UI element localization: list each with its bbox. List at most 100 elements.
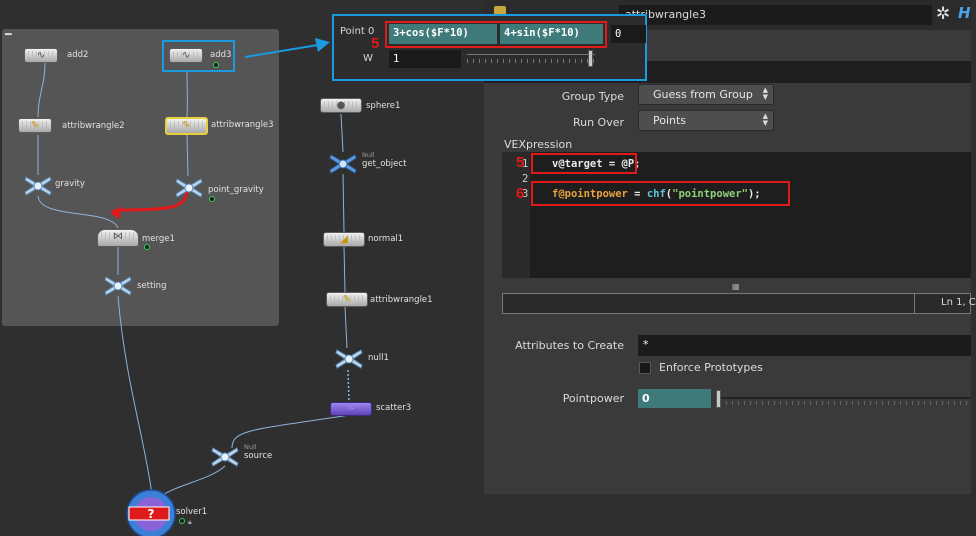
cursor-position: Ln 1, C (941, 297, 976, 308)
setting-node[interactable] (103, 275, 133, 297)
sphere1-label: sphere1 (366, 101, 401, 111)
network-view[interactable]: ━ ∿ add2 (0, 0, 484, 536)
add3-label: add3 (210, 50, 232, 60)
attributes-to-create-field[interactable]: * (638, 335, 971, 356)
merge1-label: merge1 (142, 234, 175, 244)
point-gravity-node[interactable] (174, 177, 204, 199)
point-x-field[interactable]: 3+cos($F*10) (389, 24, 497, 44)
scatter3-node[interactable]: ⁘ (330, 402, 372, 416)
network-box-collapse-icon[interactable]: ━ (5, 28, 12, 41)
pointpower-label: Pointpower (562, 392, 624, 405)
slider-knob[interactable] (716, 390, 721, 408)
add2-label: add2 (67, 50, 89, 60)
merge-icon: ⋈ (113, 231, 123, 242)
null-type-tag: Null (244, 443, 257, 451)
sphere-icon: ● (336, 100, 346, 111)
line-number: 3 (522, 188, 529, 200)
line-number: 1 (522, 158, 529, 170)
status-separator (914, 294, 915, 313)
get-object-node[interactable] (328, 153, 358, 175)
gear-icon[interactable]: ✲ (936, 4, 951, 24)
attribwrangle2-node[interactable]: ✎ (18, 118, 52, 133)
resize-grip-icon[interactable]: ▦ (732, 282, 740, 291)
display-flag-icon[interactable] (179, 518, 185, 524)
code-token: ); (747, 188, 761, 200)
gravity-label: gravity (55, 179, 85, 189)
add3-highlight-box (162, 40, 235, 72)
display-flag-icon[interactable] (209, 196, 215, 202)
wave-icon: ∿ (181, 50, 191, 61)
attribwrangle3-node[interactable]: ✎ (165, 117, 208, 135)
null1-node[interactable] (334, 348, 364, 370)
attribwrangle1-label: attribwrangle1 (370, 295, 433, 305)
normal1-node[interactable]: ◢ (323, 232, 365, 247)
add3-node[interactable]: ∿ (169, 48, 203, 63)
attribwrangle2-label: attribwrangle2 (62, 121, 125, 131)
force-icon (175, 178, 203, 198)
point-y-field[interactable]: 4+sin($F*10) (500, 24, 603, 44)
annotation-number: 5 (516, 154, 525, 171)
solver1-node[interactable]: ? (126, 489, 176, 536)
group-type-dropdown[interactable]: Guess from Group ▲▼ (638, 84, 774, 105)
null-type-tag: Null (362, 151, 375, 159)
pointpower-field[interactable]: 0 (638, 389, 711, 408)
highlight-box-expressions (385, 21, 607, 48)
wrangle-icon: ✎ (342, 294, 352, 305)
highlight-box-line3 (531, 181, 790, 206)
display-flag-icon[interactable] (213, 62, 219, 68)
scatter-icon: ⁘ (347, 404, 355, 413)
wrangle-icon: ✎ (30, 120, 40, 131)
w-slider[interactable] (467, 54, 595, 64)
code-token: f@pointpower (552, 188, 628, 200)
code-token: ( (665, 188, 673, 200)
run-over-label: Run Over (572, 116, 624, 129)
run-over-dropdown[interactable]: Points ▲▼ (638, 110, 774, 131)
node-name-field[interactable]: attribwrangle3 (619, 5, 932, 25)
null-icon (329, 154, 357, 174)
code-line-3: f@pointpower = chf("pointpower"); (552, 188, 761, 200)
solver1-label: solver1 (176, 507, 208, 517)
enforce-prototypes-label: Enforce Prototypes (659, 361, 763, 374)
point-position-callout: Point 0 5 3+cos($F*10) 4+sin($F*10) 0 W … (332, 14, 647, 81)
attributes-to-create-label: Attributes to Create (515, 339, 624, 352)
point-label: Point 0 (340, 26, 375, 37)
normal-icon: ◢ (340, 234, 348, 245)
display-flag-icon[interactable] (144, 244, 150, 250)
add2-node[interactable]: ∿ (24, 48, 58, 63)
vex-code-editor[interactable]: 1 2 3 v@target = @P; f@pointpower = chf(… (502, 152, 971, 278)
svg-text:?: ? (148, 507, 155, 521)
group-type-label: Group Type (561, 90, 624, 103)
pointpower-slider[interactable] (716, 390, 971, 408)
sphere1-node[interactable]: ● (320, 98, 362, 113)
lock-icon[interactable]: 🔒︎ (188, 518, 192, 526)
run-over-value: Points (653, 114, 687, 127)
solver-icon: ? (126, 489, 176, 536)
null-icon (104, 276, 132, 296)
scatter3-label: scatter3 (376, 403, 412, 413)
point-z-field[interactable]: 0 (611, 25, 646, 43)
w-slider-knob[interactable] (588, 50, 593, 67)
normal1-label: normal1 (368, 234, 404, 244)
updown-arrow-icon: ▲▼ (762, 86, 768, 101)
code-token: = (627, 188, 647, 200)
w-label: W (363, 53, 373, 64)
slider-track (720, 397, 971, 399)
line-number-gutter (502, 152, 530, 278)
get-object-label: get_object (362, 159, 407, 169)
code-token: chf (646, 188, 666, 200)
source-node[interactable] (210, 446, 240, 468)
group-type-value: Guess from Group (653, 88, 753, 101)
code-token: "pointpower" (672, 188, 748, 200)
merge1-node[interactable]: ⋈ (97, 229, 139, 247)
w-field[interactable]: 1 (389, 50, 461, 68)
force-icon (24, 176, 52, 196)
gravity-node[interactable] (23, 175, 53, 197)
help-icon[interactable]: H (958, 4, 971, 22)
null1-label: null1 (368, 353, 389, 363)
wrangle-icon: ✎ (182, 120, 191, 131)
enforce-prototypes-checkbox[interactable] (639, 362, 651, 374)
null-icon (211, 447, 239, 467)
highlight-box-line1 (531, 153, 637, 174)
attribwrangle1-node[interactable]: ✎ (326, 292, 368, 307)
